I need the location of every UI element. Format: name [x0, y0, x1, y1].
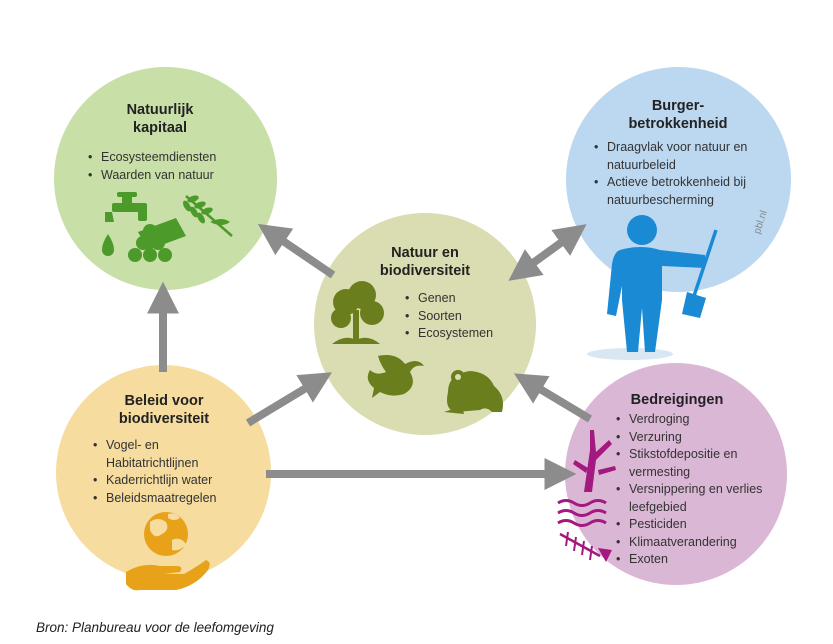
natuur-biodiversiteit-title-line2: biodiversiteit: [379, 263, 471, 279]
beleid-title: Beleid voor biodiversiteit: [103, 392, 225, 428]
beleid-title-line1: Beleid voor: [124, 393, 204, 409]
natuurlijk-kapitaal-list: Ecosysteemdiensten Waarden van natuur: [88, 149, 263, 184]
hand-globe-icon: [126, 512, 210, 591]
beleid-list: Vogel- en Habitatrichtlijnen Kaderrichtl…: [93, 437, 243, 507]
list-item: Ecosystemen: [405, 325, 525, 343]
bedreigingen-title: Bedreigingen: [612, 391, 742, 409]
arrow-natuur-burger-bidirectional: [508, 224, 587, 281]
bird-icon: [367, 355, 424, 398]
list-item: Stikstofdepositie en vermesting: [616, 446, 768, 481]
burgerbetrokkenheid-title: Burger- betrokkenheid: [608, 97, 748, 133]
logs-icon: [128, 218, 186, 262]
bedreigingen-title-line1: Bedreigingen: [630, 392, 724, 408]
frog-icon: [444, 370, 503, 414]
list-item: Verzuring: [616, 429, 768, 447]
natuurlijk-kapitaal-title-line2: kapitaal: [133, 120, 187, 136]
natuur-biodiversiteit-title-line1: Natuur en: [391, 245, 459, 261]
list-item: Kaderrichtlijn water: [93, 472, 243, 490]
burgerbetrokkenheid-list: Draagvlak voor natuur en natuurbeleid Ac…: [594, 139, 759, 209]
person-with-spade-icon: [587, 215, 718, 360]
tree-icon: [331, 281, 384, 344]
arrow-beleid-to-natuur: [245, 372, 333, 427]
natuurlijk-kapitaal-title: Natuurlijk kapitaal: [95, 101, 225, 137]
list-item: Draagvlak voor natuur en natuurbeleid: [594, 139, 759, 174]
list-item: Beleidsmaatregelen: [93, 490, 243, 508]
list-item: Klimaatverandering: [616, 534, 768, 552]
list-item: Genen: [405, 290, 525, 308]
bedreigingen-list: Verdroging Verzuring Stikstofdepositie e…: [616, 411, 768, 569]
dead-tree-fish-icon: [557, 430, 616, 562]
list-item: Vogel- en Habitatrichtlijnen: [93, 437, 243, 472]
arrow-bedreigingen-to-natuur: [513, 373, 593, 423]
list-item: Actieve betrokkenheid bij natuurbescherm…: [594, 174, 759, 209]
wheat-icon: [183, 195, 233, 237]
list-item: Waarden van natuur: [88, 167, 263, 185]
natuur-biodiversiteit-title: Natuur en biodiversiteit: [370, 244, 480, 280]
list-item: Versnippering en verlies leefgebied: [616, 481, 768, 516]
natuur-biodiversiteit-list: Genen Soorten Ecosystemen: [405, 290, 525, 343]
list-item: Ecosysteemdiensten: [88, 149, 263, 167]
natuurlijk-kapitaal-title-line1: Natuurlijk: [126, 102, 194, 118]
tap-water-icon: [102, 192, 147, 256]
burgerbetrokkenheid-title-line1: Burger-: [651, 98, 705, 114]
list-item: Soorten: [405, 308, 525, 326]
source-caption: Bron: Planbureau voor de leefomgeving: [36, 620, 274, 635]
list-item: Pesticiden: [616, 516, 768, 534]
beleid-title-line2: biodiversiteit: [118, 411, 210, 427]
arrow-natuur-to-natuurlijk-kapitaal: [257, 223, 336, 279]
list-item: Exoten: [616, 551, 768, 569]
burgerbetrokkenheid-title-line2: betrokkenheid: [628, 116, 728, 132]
list-item: Verdroging: [616, 411, 768, 429]
